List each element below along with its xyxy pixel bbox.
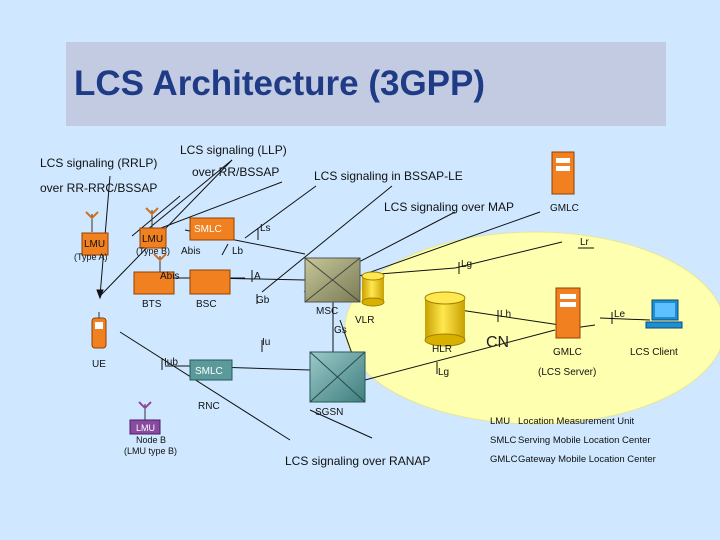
hlr-database	[424, 291, 466, 347]
lmu-a-type-label: (Type A)	[74, 252, 108, 262]
iu-interface-label: Iu	[262, 337, 271, 348]
nodeb-label: Node B	[136, 435, 167, 445]
msc-label: MSC	[316, 306, 339, 317]
bsc-label: BSC	[196, 299, 217, 310]
smlc-top-box	[189, 217, 235, 241]
lmu-type-b	[139, 207, 167, 249]
lb-interface-label: Lb	[232, 246, 244, 257]
lcs-server-label: (LCS Server)	[538, 367, 597, 378]
lg-top-interface-label: Lg	[461, 259, 473, 270]
lmu-nodeb-label: LMU	[136, 423, 156, 433]
ue-label: UE	[92, 359, 106, 370]
over-ranap-label: LCS signaling over RANAP	[285, 454, 431, 468]
rnc-label: RNC	[198, 401, 220, 412]
gmlc-top-server	[551, 151, 575, 195]
llp-label: LCS signaling (LLP)	[180, 143, 287, 157]
gs-interface-label: Gs	[334, 325, 347, 336]
bts-label: BTS	[142, 299, 162, 310]
smlc-bottom-box	[189, 359, 233, 381]
iub-interface-label: Iub	[164, 357, 178, 368]
page-title: LCS Architecture (3GPP)	[74, 64, 486, 103]
bsc-box	[189, 269, 231, 295]
smlc-bottom-label: SMLC	[195, 366, 223, 377]
core-network-region	[344, 231, 720, 425]
over-rr-bssap-label: over RR/BSSAP	[192, 165, 280, 179]
sgsn-label: SGSN	[315, 407, 344, 418]
a-interface-label: A	[254, 271, 261, 282]
msc-switch	[304, 257, 361, 303]
lh-interface-label: Lh	[500, 309, 512, 320]
legend-item-gmlc: GMLCGateway Mobile Location Center	[490, 454, 656, 465]
lcs-client-label: LCS Client	[630, 347, 678, 358]
ue-phone	[91, 312, 107, 349]
gmlc-top-label: GMLC	[550, 203, 579, 214]
le-interface-label: Le	[614, 309, 626, 320]
lmu-type-a	[81, 211, 109, 256]
bts-station	[133, 253, 175, 295]
title-bar	[66, 42, 666, 126]
gb-interface-label: Gb	[256, 295, 270, 306]
bssap-le-label: LCS signaling in BSSAP-LE	[314, 169, 463, 183]
gmlc-label: GMLC	[553, 347, 582, 358]
cn-label: CN	[486, 334, 510, 351]
hlr-label: HLR	[432, 344, 453, 355]
lcs-client-computer	[645, 299, 683, 329]
abis-label: Abis	[160, 271, 180, 282]
lmu-typeb-label: (LMU type B)	[124, 446, 178, 456]
node-b-station	[129, 401, 161, 435]
abis-top-label: Abis	[181, 246, 201, 257]
sgsn-switch	[309, 351, 366, 403]
smlc-top-label: SMLC	[194, 224, 222, 235]
over-rr-rrc-label: over RR-RRC/BSSAP	[40, 181, 158, 195]
lmu-b-type-label: (Type B)	[136, 246, 171, 256]
lmu-a-label: LMU	[84, 239, 106, 250]
rrlp-label: LCS signaling (RRLP)	[40, 156, 158, 170]
vlr-label: VLR	[355, 315, 375, 326]
lmu-b-label: LMU	[142, 234, 164, 245]
vlr-database	[361, 271, 385, 307]
ls-interface-label: Ls	[260, 223, 271, 234]
lg-bottom-interface-label: Lg	[438, 367, 450, 378]
over-map-label: LCS signaling over MAP	[384, 200, 515, 214]
lr-interface-label: Lr	[580, 237, 589, 248]
gmlc-server	[555, 287, 581, 339]
